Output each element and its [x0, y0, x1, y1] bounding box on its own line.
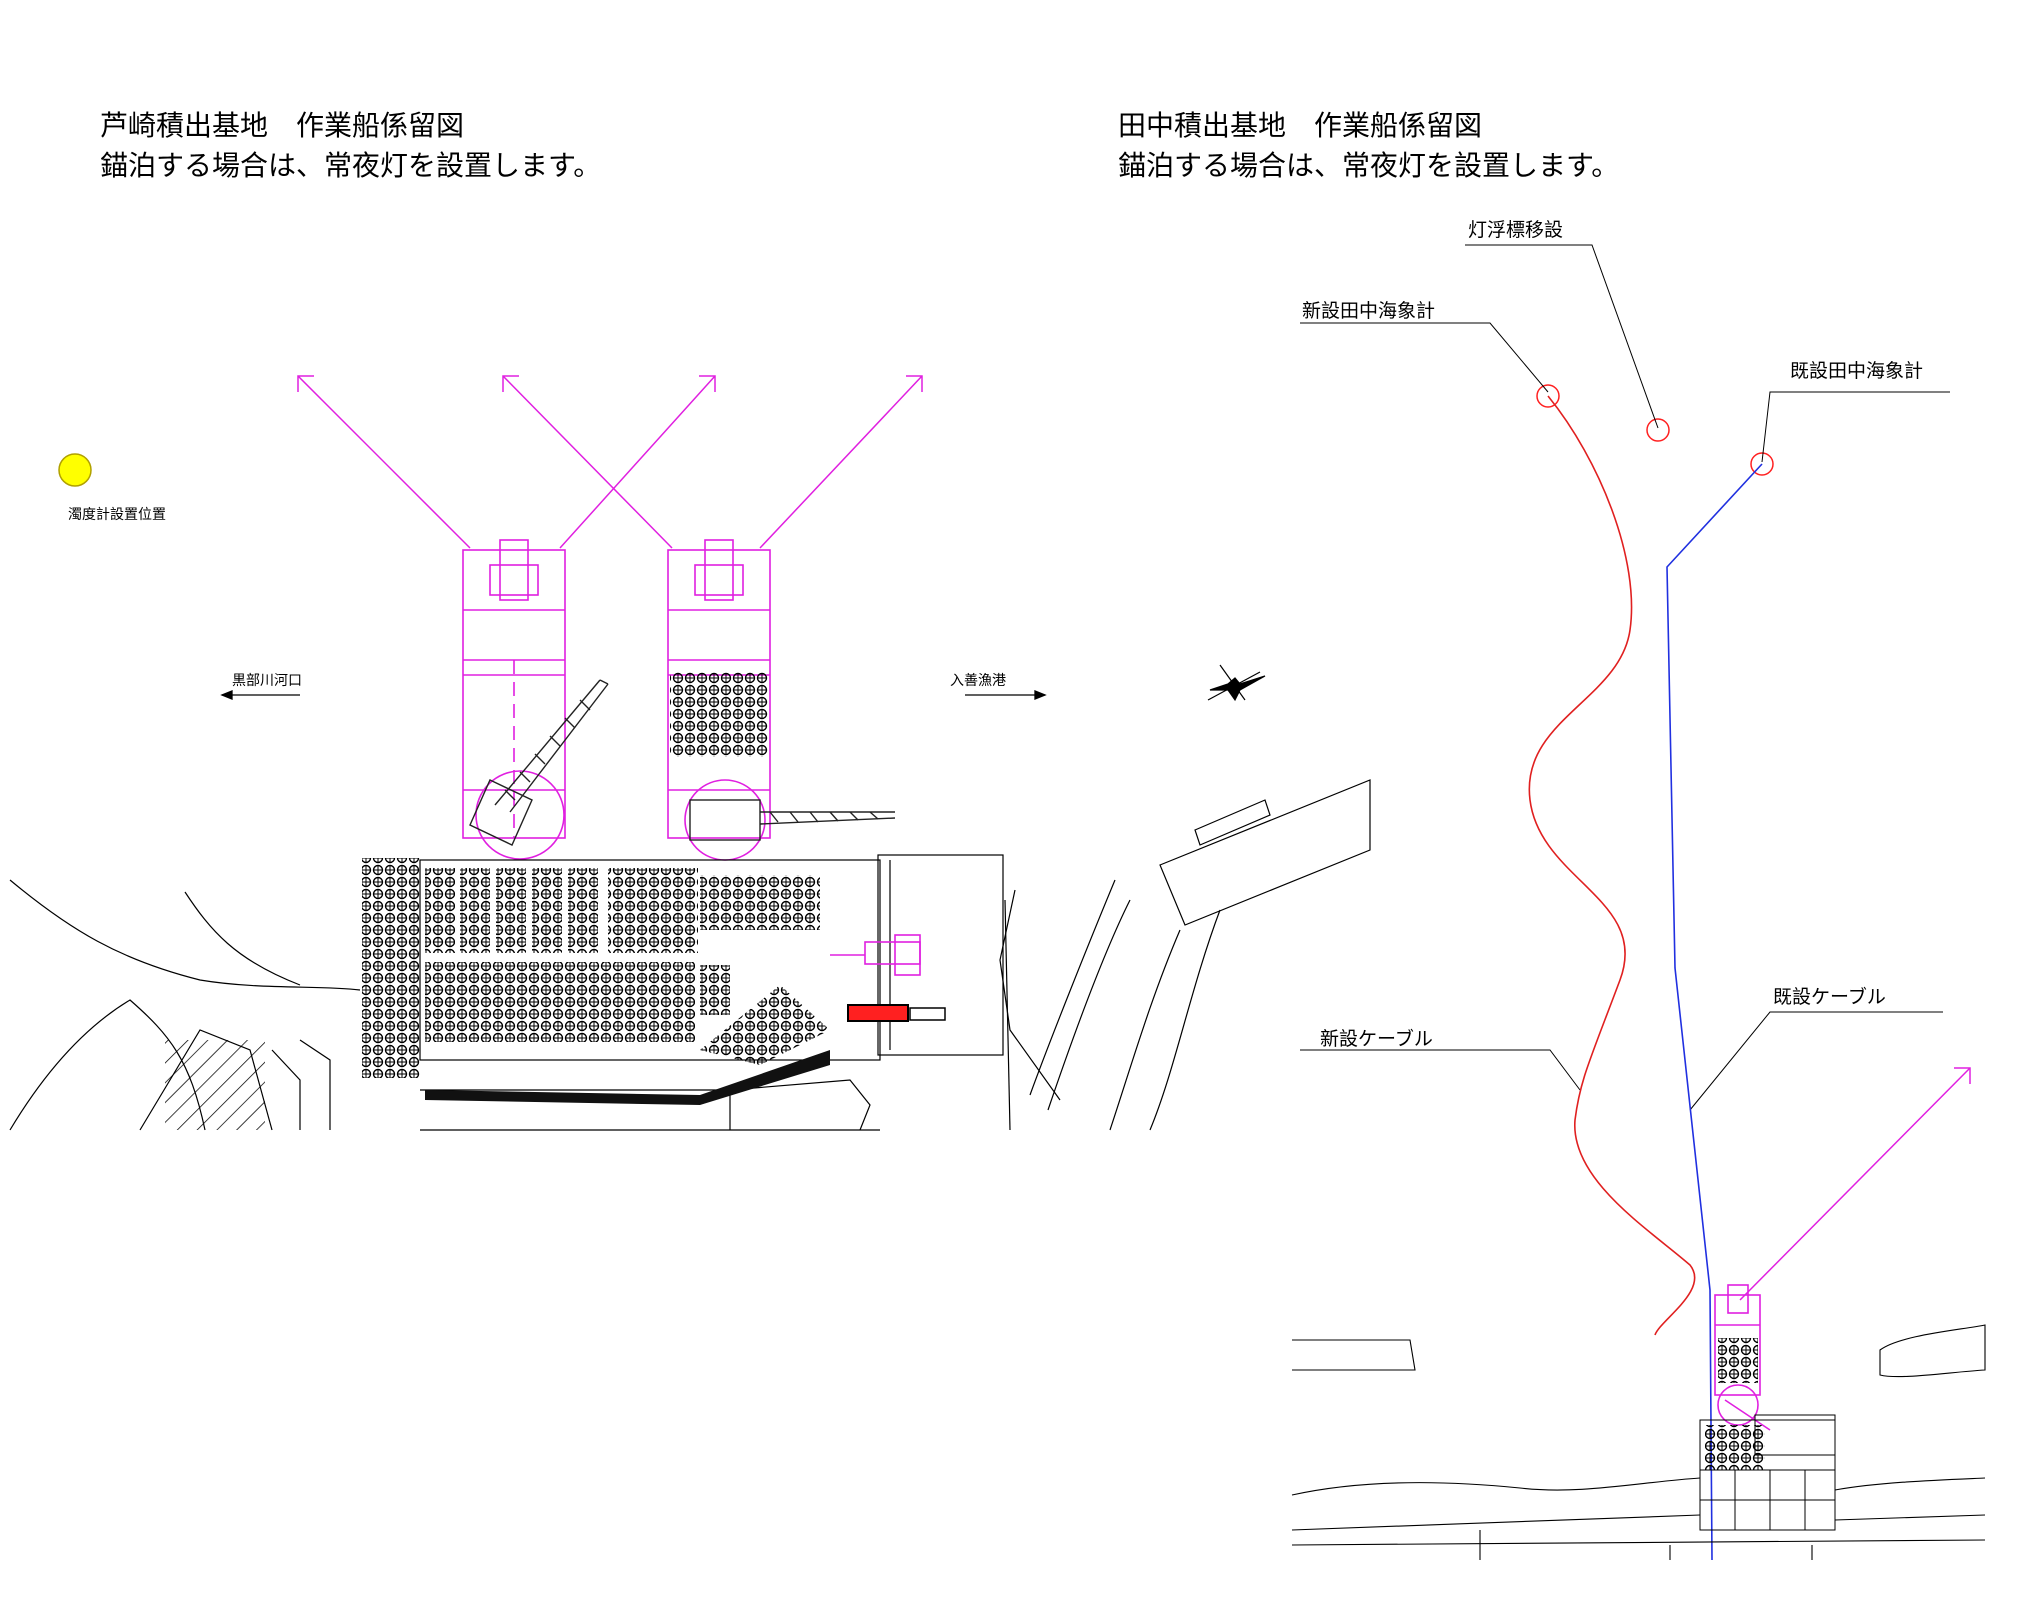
blocks-dark-strip: [425, 1050, 830, 1105]
blocks-blue-1: [425, 868, 455, 953]
vessel-2-block-load: [670, 672, 768, 757]
shoreline-right: [1291, 1324, 1986, 1560]
right-title-line2: 錨泊する場合は、常夜灯を設置します。: [1118, 149, 1620, 182]
small-crane-magenta: [830, 934, 921, 976]
existing-gauge-marker: [1750, 452, 1774, 476]
blocks-blue-3: [568, 868, 598, 953]
ashizaki-base-drawing: [9, 375, 1371, 1131]
leader-lines: [1300, 244, 1950, 1111]
compass-icon: [1207, 664, 1266, 702]
left-title-line2: 錨泊する場合は、常夜灯を設置します。: [100, 149, 602, 182]
new-gauge-marker: [1536, 384, 1560, 408]
light-buoy-relocation-label: 灯浮標移設: [1468, 219, 1564, 241]
breakwater-left: [165, 1040, 265, 1130]
blocks-cyan-1: [460, 868, 490, 953]
existing-cable: [1666, 463, 1763, 1561]
left-title-line1: 芦崎積出基地 作業船係留図: [100, 109, 465, 142]
direction-arrows: [220, 690, 1047, 700]
turbidity-meter-label: 濁度計設置位置: [68, 507, 166, 523]
crane-1: [469, 679, 609, 846]
blocks-cyan-2: [532, 868, 562, 953]
new-cable-label: 新設ケーブル: [1320, 1028, 1433, 1050]
anchor-line-right: [1739, 1067, 1971, 1301]
anchor-lines-left: [297, 375, 923, 549]
tanaka-platform: [1699, 1414, 1836, 1531]
blocks-red-1: [608, 868, 698, 953]
piers-right: [999, 779, 1371, 1131]
turbidity-meter-marker: [58, 453, 92, 487]
light-buoy-marker: [1646, 418, 1670, 442]
blocks-magenta: [425, 962, 695, 1042]
existing-tanaka-gauge-label: 既設田中海象計: [1790, 360, 1924, 382]
tanaka-base-drawing: [1291, 244, 1986, 1561]
right-title: 田中積出基地 作業船係留図 錨泊する場合は、常夜灯を設置します。: [1118, 106, 1619, 186]
small-red-vessel: [847, 1004, 909, 1022]
crane-2: [689, 799, 896, 841]
tanaka-vessel-blocks: [1718, 1338, 1758, 1383]
blocks-black: [362, 858, 420, 1078]
new-cable: [1528, 395, 1696, 1336]
work-vessel-1: [462, 539, 566, 860]
blocks-orange: [700, 985, 830, 1065]
blocks-red-2: [700, 875, 820, 930]
blocks-blue-2: [496, 868, 526, 953]
blocks-magenta-2: [700, 965, 730, 1015]
kurobe-river-mouth-label: 黒部川河口: [232, 673, 302, 689]
left-title: 芦崎積出基地 作業船係留図 錨泊する場合は、常夜灯を設置します。: [100, 106, 601, 186]
right-title-line1: 田中積出基地 作業船係留図: [1118, 109, 1483, 142]
tanaka-platform-blocks: [1705, 1425, 1765, 1470]
existing-cable-label: 既設ケーブル: [1773, 986, 1886, 1008]
nyuzen-fishing-port-label: 入善漁港: [950, 673, 1006, 689]
new-tanaka-gauge-label: 新設田中海象計: [1302, 300, 1436, 322]
